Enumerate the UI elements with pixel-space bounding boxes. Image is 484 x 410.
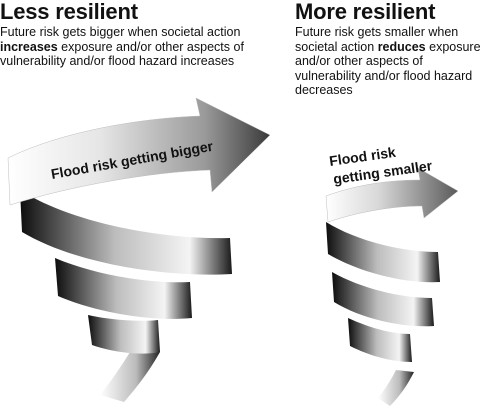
- more-resilient-panel: More resilient Future risk gets smaller …: [295, 0, 484, 98]
- more-resilient-desc-emphasis: reduces: [377, 39, 426, 54]
- less-resilient-desc-end: exposure and/or other aspects of vulnera…: [0, 39, 244, 69]
- less-resilient-description: Future risk gets bigger when societal ac…: [0, 25, 250, 69]
- less-resilient-desc-emphasis: increases: [0, 39, 58, 54]
- shrinking-spiral-band-2: [326, 222, 440, 283]
- less-resilient-title: Less resilient: [0, 0, 138, 24]
- less-resilient-desc-start: Future risk gets bigger when societal ac…: [0, 25, 241, 39]
- growing-risk-spiral: Flood risk getting bigger: [7, 97, 271, 402]
- more-resilient-title: More resilient: [295, 0, 436, 24]
- less-resilient-panel: Less resilient Future risk gets bigger w…: [0, 0, 250, 69]
- more-resilient-description: Future risk gets smaller when societal a…: [295, 25, 484, 98]
- more-resilient-desc-start: Future risk gets smaller when societal a…: [295, 25, 459, 54]
- shrinking-spiral-tail: [378, 370, 414, 406]
- growing-spiral-band-3: [55, 258, 192, 319]
- growing-spiral-arrow: [7, 97, 271, 206]
- more-resilient-desc-end: exposure and/or other aspects of vulnera…: [295, 39, 481, 98]
- shrinking-risk-spiral: Flood risk getting smaller: [325, 144, 459, 406]
- shrinking-spiral-band-3: [332, 272, 434, 327]
- growing-spiral-band-4: [88, 315, 160, 354]
- growing-spiral-tail: [100, 352, 160, 402]
- shrinking-spiral-arrow: [325, 167, 459, 223]
- shrinking-spiral-band-4: [348, 318, 412, 362]
- growing-spiral-band-2: [20, 190, 232, 275]
